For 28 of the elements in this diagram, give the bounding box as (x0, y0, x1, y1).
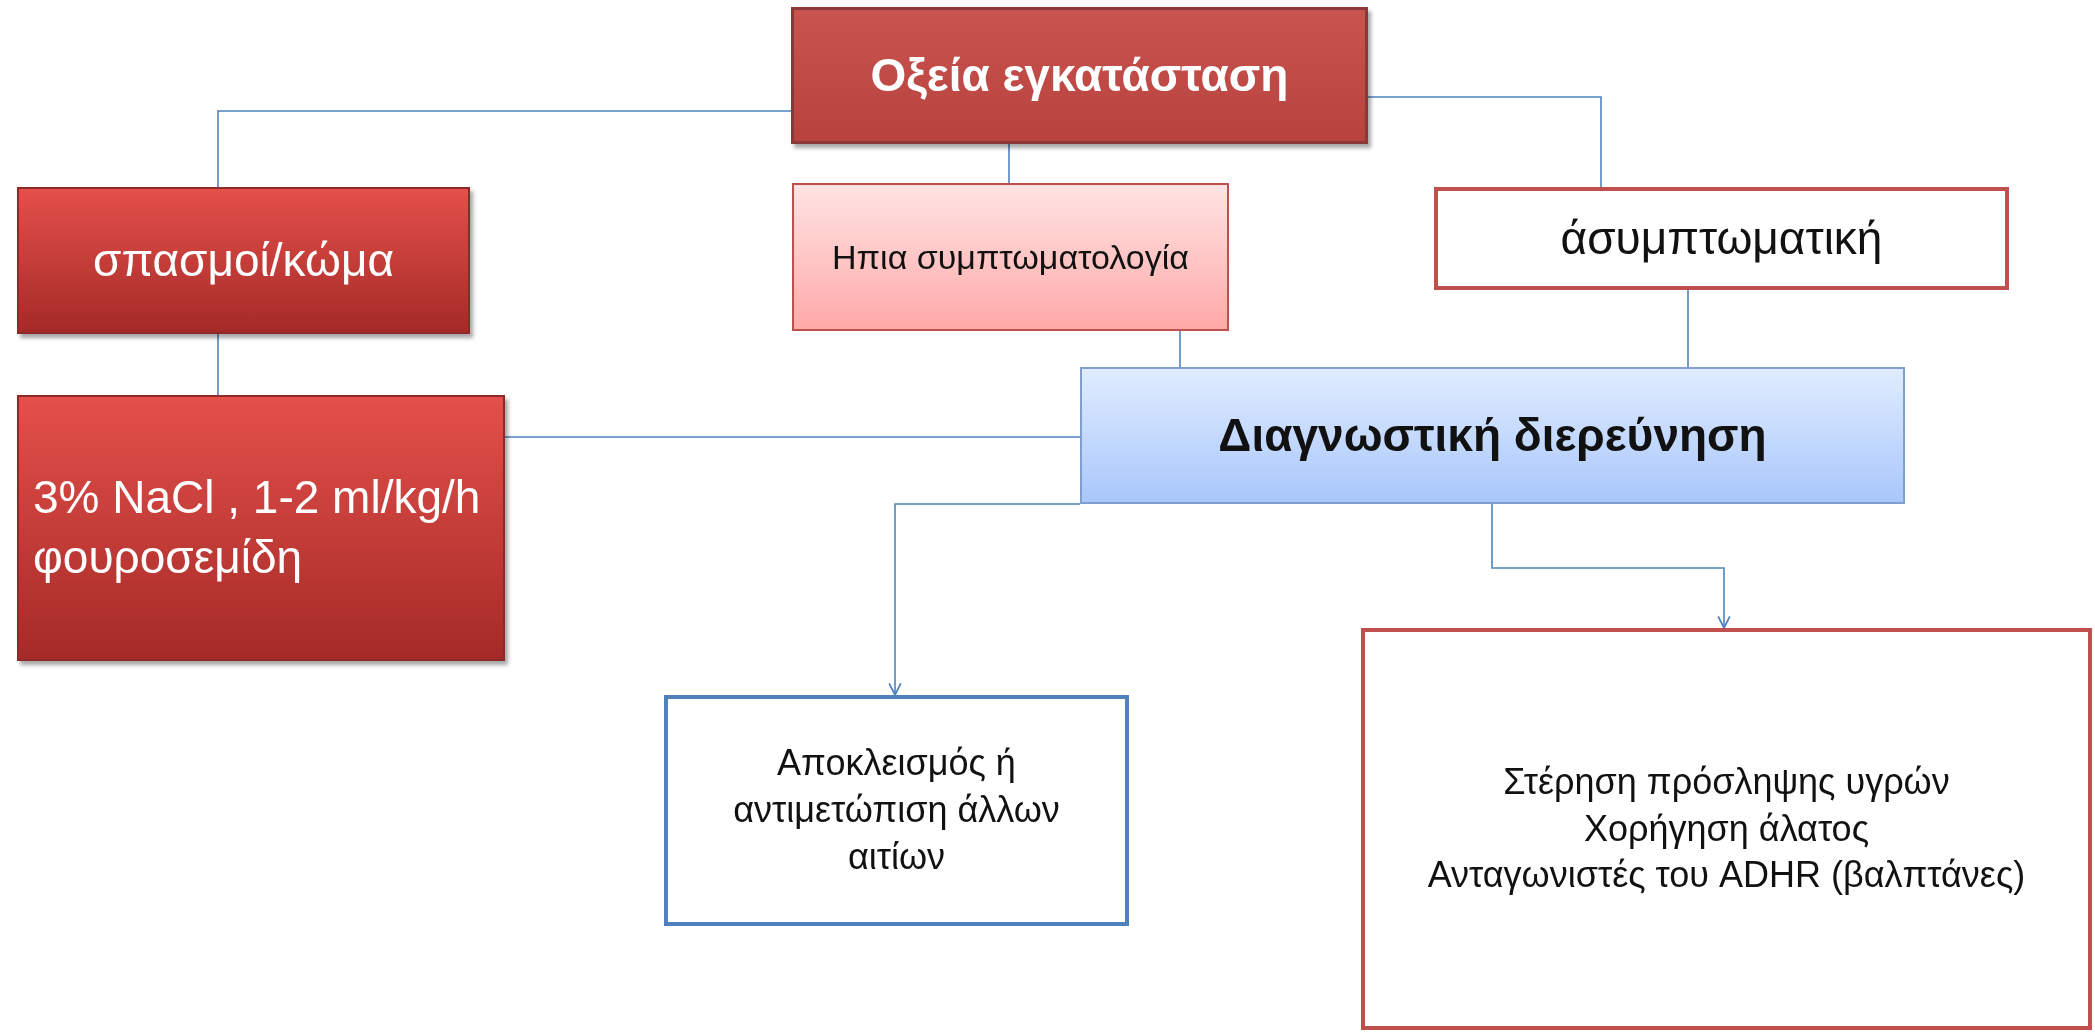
process-box (664, 695, 1129, 926)
process-box (791, 7, 1368, 144)
process-box (17, 395, 505, 661)
node-text: Χορήγηση άλατος (1583, 806, 1870, 851)
node-text: Στέρηση πρόσληψης υγρών (1502, 759, 1951, 804)
node-text: Οξεία εγκατάσταση (869, 47, 1290, 103)
node-text: Διαγνωστική διερεύνηση (1217, 407, 1768, 463)
arrow (888, 503, 1081, 696)
process-box (1361, 628, 2092, 1030)
node-text: άσυμπτωματική (1559, 210, 1884, 266)
process-box (792, 183, 1229, 331)
connector-line (1367, 96, 1602, 188)
connector-line (1179, 330, 1181, 368)
connector-line (1008, 143, 1010, 184)
node-text: Αποκλεισμός ή αντιμετώπιση άλλων αιτίων (732, 741, 1061, 879)
node-text: φουροσεμίδη (33, 530, 304, 585)
arrow (1491, 503, 1731, 629)
connector-line (217, 110, 792, 188)
node-text: 3% NaCl , 1-2 ml/kg/h (33, 470, 482, 526)
process-box (1080, 367, 1905, 504)
process-box (1434, 187, 2009, 290)
connector-line (217, 333, 219, 396)
node-text: Ανταγωνιστές του ADHR (βαλπτάνες) (1426, 853, 2027, 898)
connector-line (1687, 289, 1689, 368)
node-text: σπασμοί/κώμα (92, 232, 395, 288)
connector-line (504, 436, 1081, 438)
node-text: Ηπια συμπτωματολογία (831, 236, 1190, 278)
process-box (17, 187, 470, 334)
